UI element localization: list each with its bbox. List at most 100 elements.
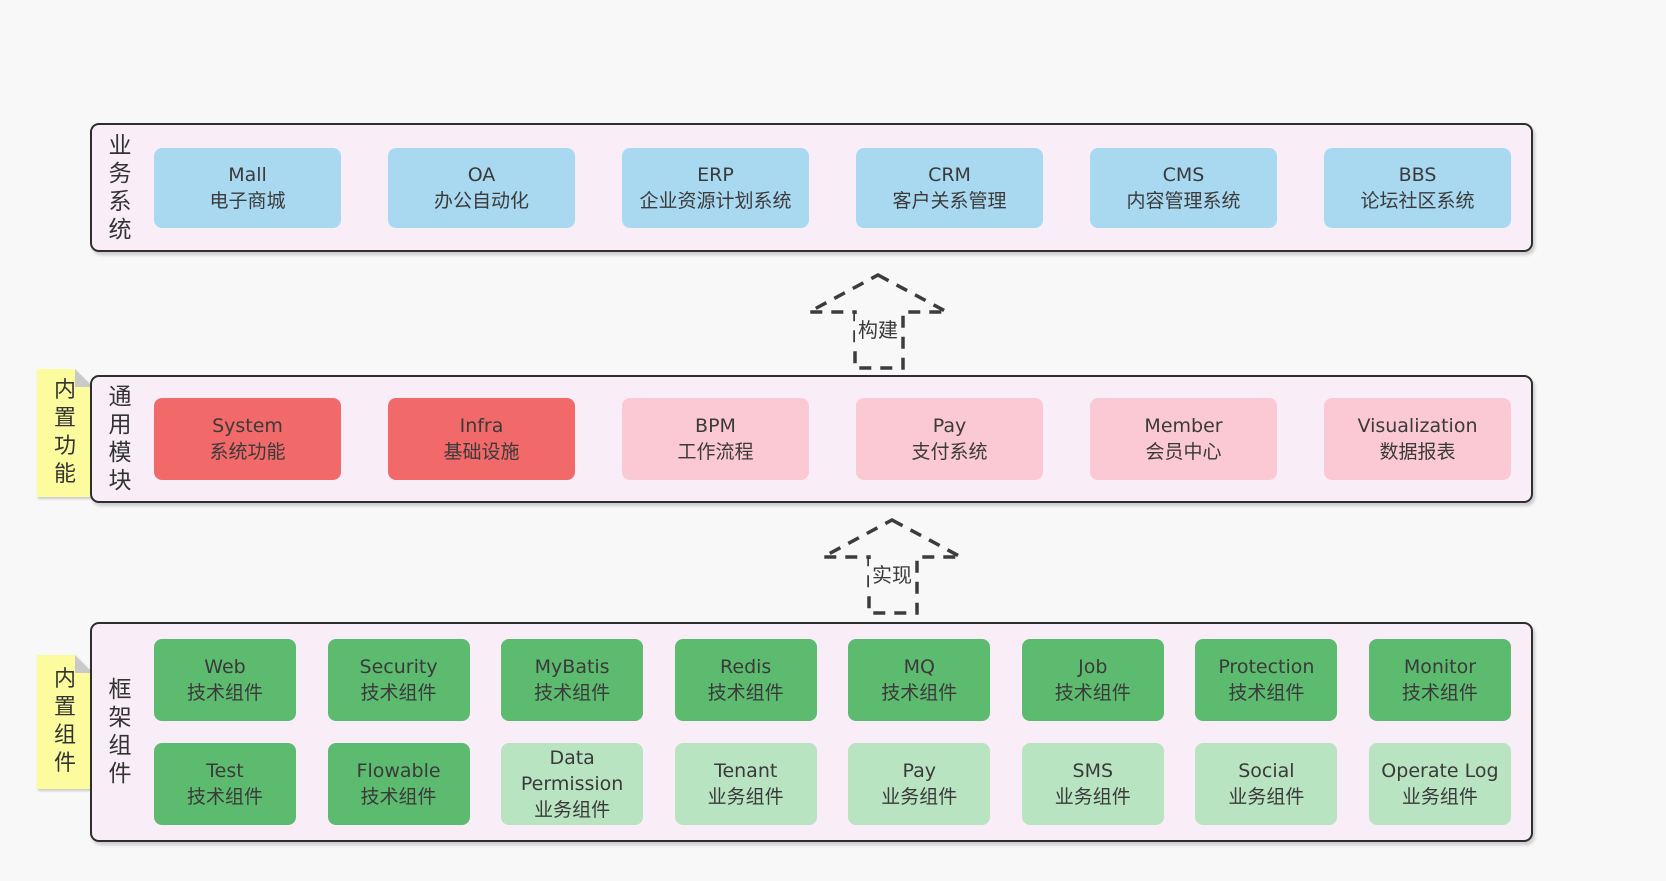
component-desc: 业务组件 xyxy=(707,786,784,808)
implement-arrow: 实现 xyxy=(820,517,964,617)
component-desc: 客户关系管理 xyxy=(892,189,1007,212)
component-desc: 办公自动化 xyxy=(433,189,529,212)
component-name: Job xyxy=(1078,656,1108,678)
component-desc: 技术组件 xyxy=(1228,682,1305,704)
component-box-data-permission: Data Permission 业务组件 xyxy=(501,743,644,825)
component-desc: 企业资源计划系统 xyxy=(639,189,792,212)
implement-arrow-label: 实现 xyxy=(869,559,915,588)
component-name: System xyxy=(212,415,283,437)
component-desc: 技术组件 xyxy=(360,682,437,704)
component-name: Protection xyxy=(1218,656,1315,678)
up-block-arrow-icon xyxy=(822,518,962,615)
component-box-cms: CMS 内容管理系统 xyxy=(1090,147,1277,228)
component-name: MyBatis xyxy=(534,656,610,678)
component-box-oa: OA 办公自动化 xyxy=(388,147,575,228)
component-box-infra: Infra 基础设施 xyxy=(388,398,575,480)
component-desc: 支付系统 xyxy=(911,441,988,463)
band-label-text: 框架组件 xyxy=(108,677,132,787)
sticky-text: 内置组件 xyxy=(53,667,76,776)
component-desc: 基础设施 xyxy=(443,441,520,463)
component-name: Test xyxy=(206,760,244,782)
component-name: SMS xyxy=(1072,760,1114,782)
up-block-arrow-icon xyxy=(808,273,948,370)
component-name: Flowable xyxy=(356,760,441,782)
component-name: Web xyxy=(204,656,246,678)
component-desc: 技术组件 xyxy=(1054,682,1131,704)
component-desc: 业务组件 xyxy=(534,799,611,821)
component-desc: 技术组件 xyxy=(186,682,263,704)
component-name: Data Permission xyxy=(520,747,624,795)
component-row: Mall 电子商城 OA 办公自动化 ERP 企业资源计划系统 CRM 客户关系管理 CMS 内容… xyxy=(154,147,1511,228)
component-box-protection: Protection 技术组件 xyxy=(1195,639,1338,721)
component-name: Mall xyxy=(228,163,267,186)
component-box-social: Social 业务组件 xyxy=(1195,743,1338,825)
component-box-visualization: Visualization 数据报表 xyxy=(1324,398,1511,480)
component-name: Pay xyxy=(932,415,967,437)
component-box-security: Security 技术组件 xyxy=(327,639,470,721)
component-box-bbs: BBS 论坛社区系统 xyxy=(1324,147,1511,228)
component-name: Member xyxy=(1144,415,1223,437)
component-name: Social xyxy=(1238,760,1295,782)
component-desc: 业务组件 xyxy=(1054,786,1131,808)
component-box-job: Job 技术组件 xyxy=(1021,639,1164,721)
component-name: CRM xyxy=(928,163,971,186)
band-label-text: 通用模块 xyxy=(108,384,132,494)
component-box-pay: Pay 支付系统 xyxy=(856,398,1043,480)
component-box-tenant: Tenant 业务组件 xyxy=(674,743,817,825)
component-desc: 技术组件 xyxy=(707,682,784,704)
component-box-flowable: Flowable 技术组件 xyxy=(327,743,470,825)
component-name: Monitor xyxy=(1403,656,1477,678)
component-desc: 业务组件 xyxy=(1401,786,1478,808)
component-name: Operate Log xyxy=(1381,760,1499,782)
component-desc: 内容管理系统 xyxy=(1126,189,1241,212)
sticky-built-in-components: 内置组件 xyxy=(37,655,93,789)
component-desc: 业务组件 xyxy=(881,786,958,808)
component-box-crm: CRM 客户关系管理 xyxy=(856,147,1043,228)
component-desc: 业务组件 xyxy=(1228,786,1305,808)
component-name: ERP xyxy=(697,163,734,186)
component-box-erp: ERP 企业资源计划系统 xyxy=(622,147,809,228)
component-desc: 电子商城 xyxy=(209,189,286,212)
component-desc: 技术组件 xyxy=(1401,682,1478,704)
business-systems-boxes: Mall 电子商城 OA 办公自动化 ERP 企业资源计划系统 CRM 客户关系管理 CMS 内容… xyxy=(154,125,1531,250)
component-box-member: Member 会员中心 xyxy=(1090,398,1277,480)
band-label-common-modules: 通用模块 xyxy=(106,377,134,501)
component-name: BBS xyxy=(1398,163,1437,186)
component-name: OA xyxy=(467,163,496,186)
component-name: Visualization xyxy=(1357,415,1478,437)
component-desc: 技术组件 xyxy=(360,786,437,808)
band-label-business-systems: 业务系统 xyxy=(106,125,134,250)
component-desc: 系统功能 xyxy=(209,441,286,463)
component-desc: 数据报表 xyxy=(1379,441,1456,463)
component-desc: 技术组件 xyxy=(534,682,611,704)
component-name: Security xyxy=(359,656,438,678)
component-box-system: System 系统功能 xyxy=(154,398,341,480)
build-arrow-label: 构建 xyxy=(855,314,901,343)
sticky-text: 内置功能 xyxy=(53,378,76,487)
component-name: Infra xyxy=(459,415,504,437)
component-box-test: Test 技术组件 xyxy=(154,743,296,825)
build-arrow: 构建 xyxy=(806,272,950,372)
component-desc: 技术组件 xyxy=(186,786,263,808)
band-business-systems: 业务系统 Mall 电子商城 OA 办公自动化 ERP 企业资源计划系统 CRM 客户关系管理… xyxy=(90,123,1533,252)
component-desc: 会员中心 xyxy=(1145,441,1222,463)
component-box-monitor: Monitor 技术组件 xyxy=(1368,639,1511,721)
band-label-text: 业务系统 xyxy=(108,132,132,243)
component-name: Tenant xyxy=(714,760,778,782)
component-name: MQ xyxy=(903,656,935,678)
component-box-operate-log: Operate Log 业务组件 xyxy=(1368,743,1511,825)
component-desc: 论坛社区系统 xyxy=(1360,189,1475,212)
component-box-mybatis: MyBatis 技术组件 xyxy=(501,639,644,721)
sticky-built-in-functions: 内置功能 xyxy=(37,369,93,497)
band-label-framework-components: 框架组件 xyxy=(106,624,134,840)
component-name: CMS xyxy=(1162,163,1205,186)
